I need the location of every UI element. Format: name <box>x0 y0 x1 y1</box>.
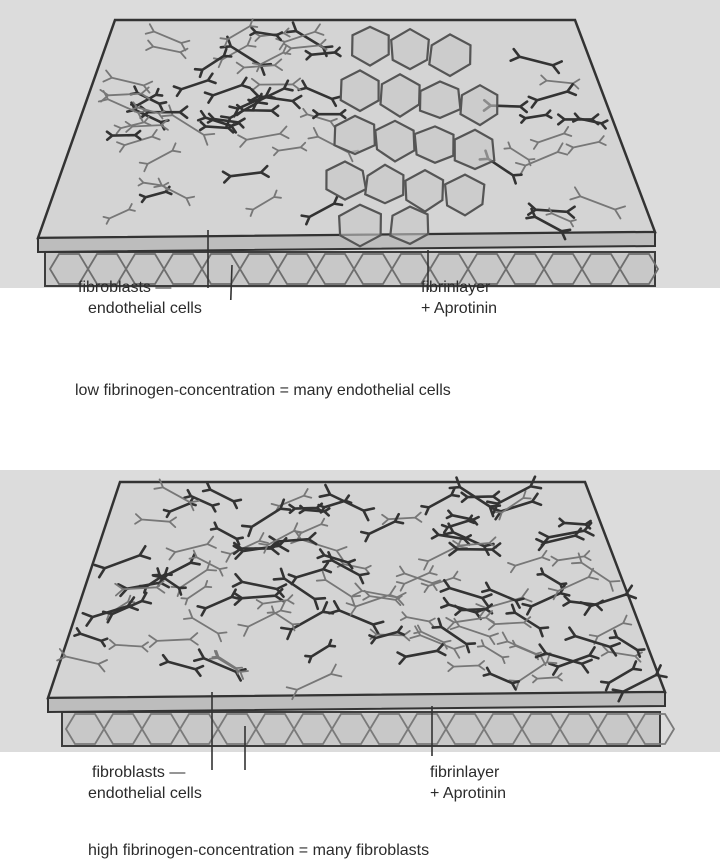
caption-low-fibrinogen: low fibrinogen-concentration = many endo… <box>75 382 451 400</box>
cell-culture-illustration-low <box>0 0 720 300</box>
label-fibroblasts: fibroblasts — <box>78 279 170 297</box>
label-endothelial-cells: endothelial cells <box>88 300 202 318</box>
label-aprotinin: + Aprotinin <box>430 785 506 803</box>
label-dash: — <box>169 764 184 781</box>
panel-high-fibrinogen: fibroblasts — endothelial cells fibrinla… <box>0 470 720 864</box>
caption-high-fibrinogen: high fibrinogen-concentration = many fib… <box>88 842 429 860</box>
panel-low-fibrinogen: fibroblasts — endothelial cells fibrinla… <box>0 0 720 410</box>
top-plate <box>48 482 665 698</box>
endothelial-cell <box>415 126 454 162</box>
label-fibroblasts: fibroblasts — <box>92 764 184 782</box>
label-aprotinin: + Aprotinin <box>421 300 497 318</box>
cell-culture-illustration-high <box>0 470 720 770</box>
bottom-plate <box>62 712 660 746</box>
label-fibrinlayer: fibrinlayer <box>421 279 490 297</box>
label-fibrinlayer: fibrinlayer <box>430 764 499 782</box>
label-endothelial-cells: endothelial cells <box>88 785 202 803</box>
label-dash: — <box>155 279 170 296</box>
